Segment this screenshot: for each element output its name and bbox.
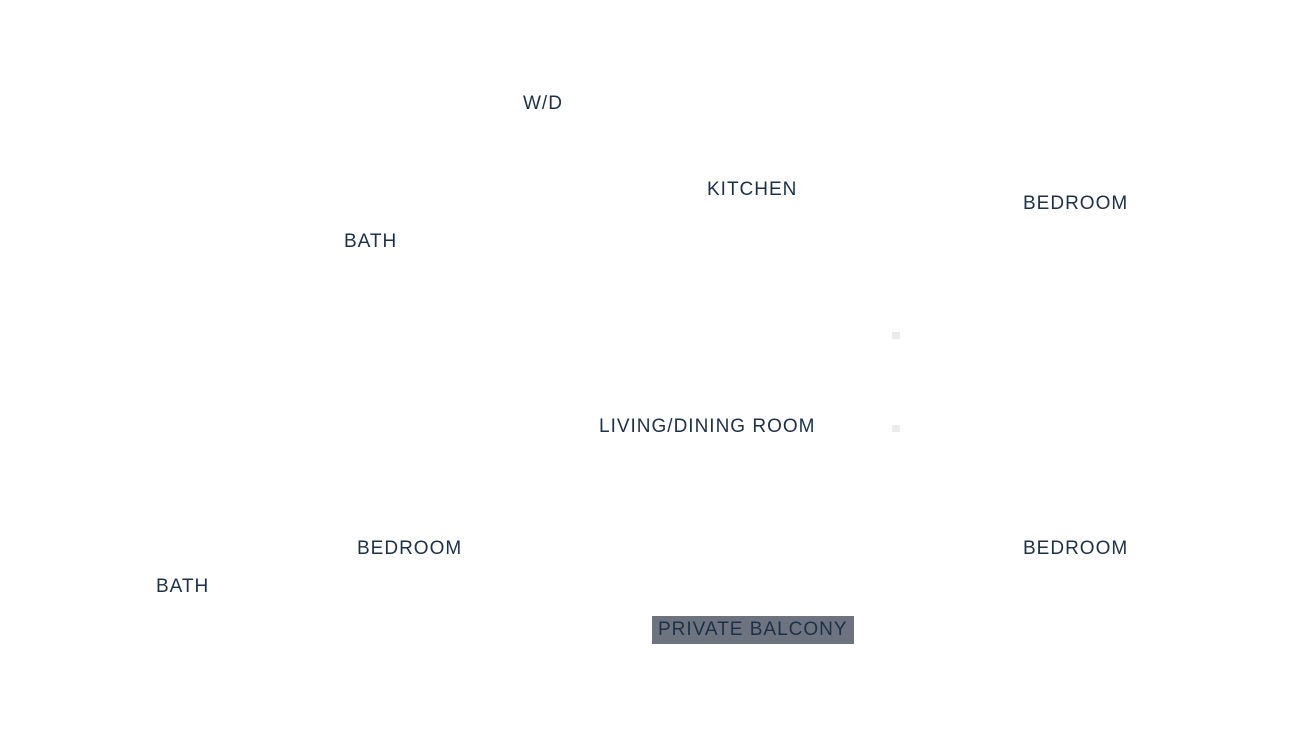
room-label-bedroom-bottom-left[interactable]: BEDROOM (357, 538, 463, 559)
door-marker (892, 425, 900, 432)
room-label-living-dining[interactable]: LIVING/DINING ROOM (599, 416, 816, 437)
room-label-bath-top[interactable]: BATH (344, 231, 398, 252)
room-label-private-balcony[interactable]: PRIVATE BALCONY (652, 616, 854, 644)
room-label-wd[interactable]: W/D (523, 93, 563, 114)
door-marker (892, 332, 900, 339)
room-label-bath-bottom[interactable]: BATH (156, 576, 210, 597)
room-label-bedroom-bottom-right[interactable]: BEDROOM (1023, 538, 1129, 559)
room-label-bedroom-top-right[interactable]: BEDROOM (1023, 193, 1129, 214)
room-label-kitchen[interactable]: KITCHEN (707, 179, 798, 200)
